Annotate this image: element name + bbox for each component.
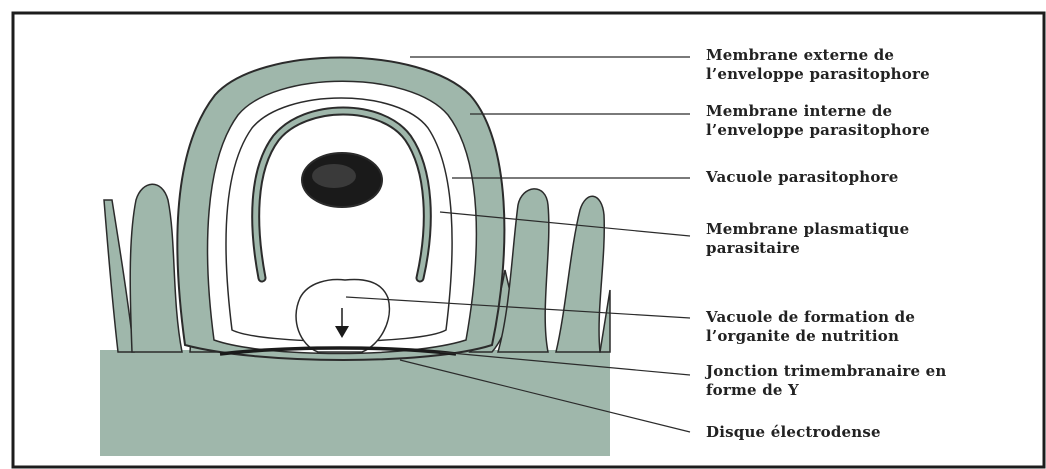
label-nutrition-organelle-vacuole: Vacuole de formation de l’organite de nu… [705,308,921,345]
label-inner-membrane: Membrane interne de l’enveloppe parasito… [706,102,930,139]
label-electrodense-disc: Disque électrodense [706,423,881,441]
label-parasitophorous-vacuole: Vacuole parasitophore [705,168,898,186]
host-cell-cytoplasm [100,350,610,456]
nucleus-texture [312,164,356,188]
label-outer-membrane: Membrane externe de l’enveloppe parasito… [706,46,930,83]
